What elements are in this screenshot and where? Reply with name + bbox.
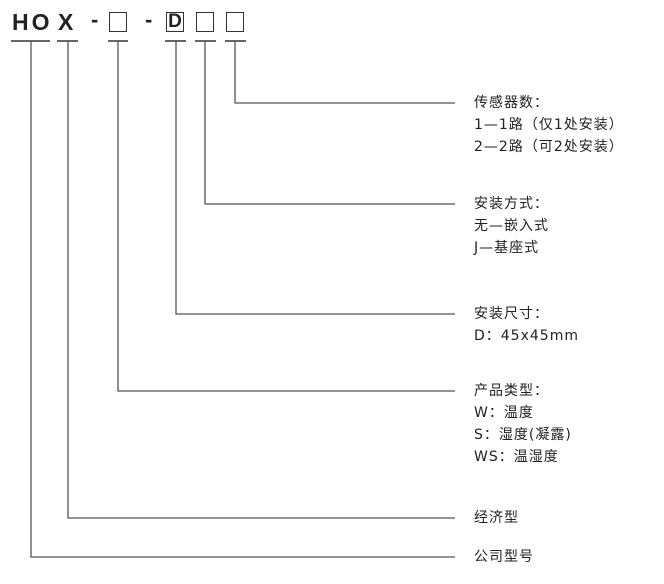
legend-sensor-count: 传感器数： 1—1路（仅1处安装） 2—2路（可2处安装） [474, 92, 624, 158]
legend-company-model: 公司型号 [474, 546, 534, 568]
legend-option: WS：温湿度 [474, 449, 559, 465]
code-dash-2: - [145, 7, 153, 32]
legend-title: 安装尺寸： [474, 306, 549, 322]
legend-option: J—基座式 [474, 240, 540, 256]
connector-company-model [30, 41, 455, 558]
legend-economy: 经济型 [474, 507, 519, 529]
connector-mount-type [204, 41, 455, 205]
connector-sensor-count [234, 41, 455, 104]
legend-title: 安装方式： [474, 196, 549, 212]
code-prefix: HO [12, 9, 53, 35]
connector-economy [67, 41, 455, 519]
code-dash-1: - [91, 7, 99, 32]
legend-mount-size: 安装尺寸： D：45x45mm [474, 303, 579, 347]
legend-option: 1—1路（仅1处安装） [474, 117, 624, 133]
code-box-mount-type [196, 12, 214, 32]
code-box-size: D [166, 12, 184, 32]
legend-title: 经济型 [474, 510, 519, 526]
legend-option: S：湿度(凝露) [474, 427, 572, 443]
code-box-product-type [109, 12, 127, 32]
code-series: X [58, 9, 77, 35]
legend-title: 公司型号 [474, 549, 534, 565]
connector-mount-size [175, 41, 455, 315]
legend-product-type: 产品类型： W：温度 S：湿度(凝露) WS：温湿度 [474, 380, 572, 468]
legend-mount-type: 安装方式： 无—嵌入式 J—基座式 [474, 193, 549, 259]
legend-option: 无—嵌入式 [474, 218, 549, 234]
legend-option: W：温度 [474, 405, 534, 421]
legend-option: D：45x45mm [474, 328, 579, 344]
legend-title: 传感器数： [474, 95, 549, 111]
code-box-sensor-count [226, 12, 244, 32]
legend-title: 产品类型： [474, 383, 549, 399]
connector-product-type [117, 41, 455, 392]
legend-option: 2—2路（可2处安装） [474, 139, 624, 155]
